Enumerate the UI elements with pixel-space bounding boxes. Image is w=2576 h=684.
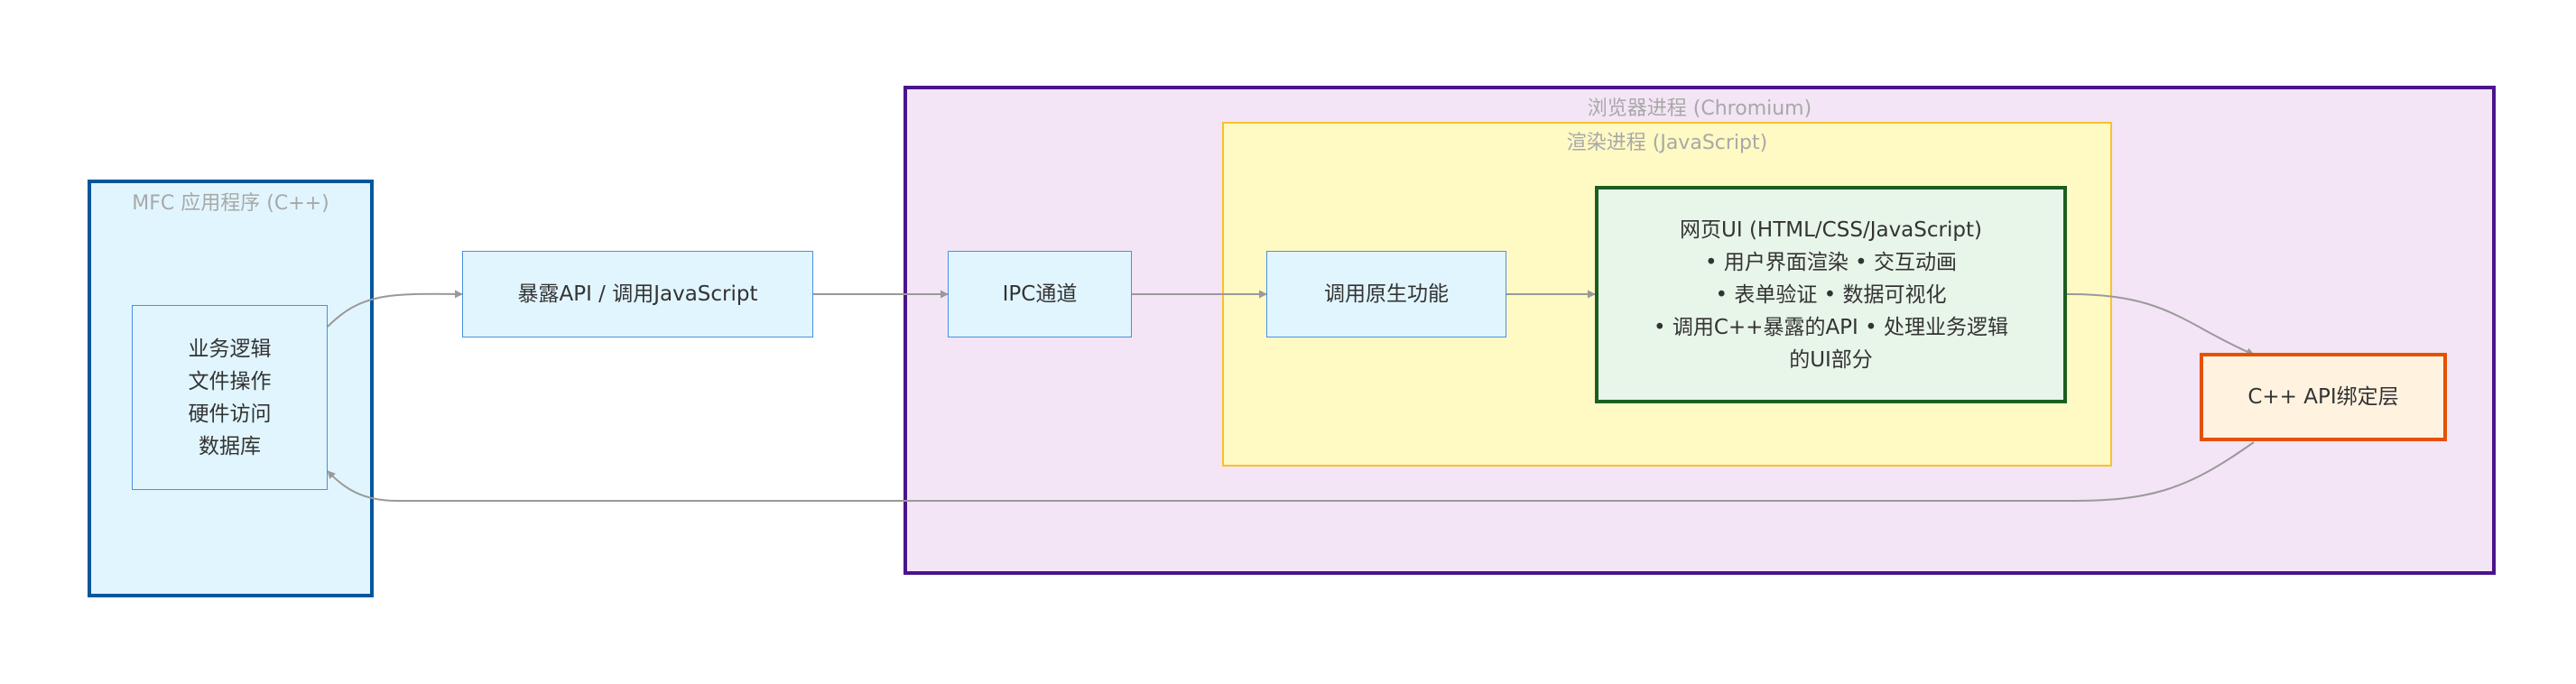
node-web-ui-line-5: 的UI部分 (1789, 347, 1873, 372)
node-web-ui-line-2: • 用户界面渲染 • 交互动画 (1704, 250, 1958, 274)
node-expose-api: 暴露API / 调用JavaScript (462, 251, 813, 337)
node-business-line-2: 文件操作 (188, 369, 272, 393)
cluster-mfc-app-title: MFC 应用程序 (C++) (132, 192, 329, 215)
node-web-ui-line-4: • 调用C++暴露的API • 处理业务逻辑 (1653, 315, 2009, 339)
node-web-ui-line-1: 网页UI (HTML/CSS/JavaScript) (1680, 217, 1982, 242)
node-native-call-label: 调用原生功能 (1324, 282, 1449, 306)
cluster-renderer-process-title: 渲染进程 (JavaScript) (1566, 132, 1768, 154)
node-ipc-label: IPC通道 (1002, 282, 1078, 306)
node-business-line-3: 硬件访问 (188, 402, 272, 426)
node-web-ui: 网页UI (HTML/CSS/JavaScript) • 用户界面渲染 • 交互… (1595, 186, 2067, 403)
node-ipc-channel: IPC通道 (948, 251, 1132, 337)
node-expose-api-label: 暴露API / 调用JavaScript (517, 282, 758, 306)
node-business-line-4: 数据库 (199, 434, 261, 458)
node-native-call: 调用原生功能 (1266, 251, 1506, 337)
node-business-line-1: 业务逻辑 (188, 337, 272, 361)
cluster-browser-process-title: 浏览器进程 (Chromium) (1587, 97, 1812, 120)
node-binding-label: C++ API绑定层 (2247, 385, 2399, 409)
node-cpp-api-binding: C++ API绑定层 (2200, 353, 2447, 441)
node-business-logic: 业务逻辑 文件操作 硬件访问 数据库 (132, 305, 328, 490)
node-web-ui-line-3: • 表单验证 • 数据可视化 (1715, 282, 1947, 307)
